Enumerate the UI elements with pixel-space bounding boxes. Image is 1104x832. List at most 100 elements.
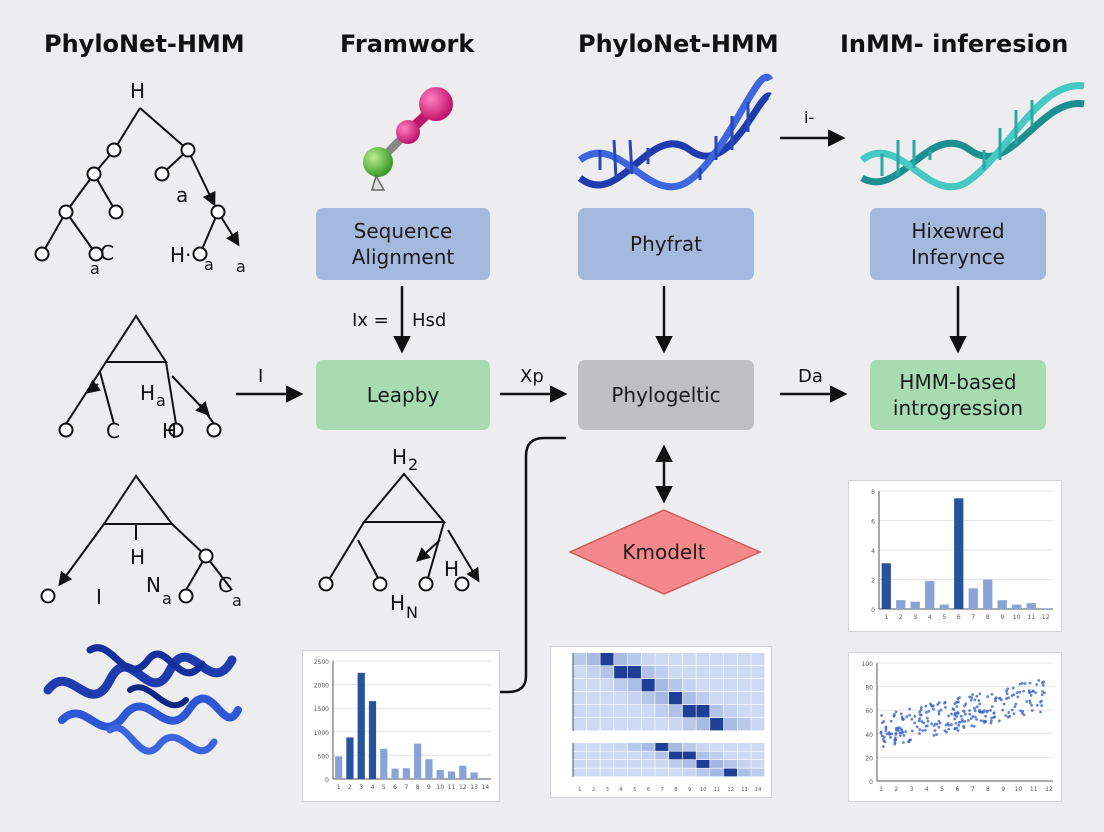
scatter-point [918,732,921,735]
heatmap-cell [573,760,587,768]
x-tick-label: 10 [1013,614,1021,621]
scatter-point [937,710,941,714]
y-tick-label: 80 [865,685,873,692]
scatter-point [1010,708,1014,712]
heatmap-cell [614,743,628,751]
heatmap-cell [696,653,710,666]
heatmap-cell [682,760,696,768]
scatter-point [1028,699,1032,703]
x-tick-label: 13 [470,784,478,791]
scatter-point [1018,690,1022,694]
scatter-point [978,692,982,696]
x-tick-label: 6 [393,784,397,791]
heatmap-cell [696,760,710,768]
tree3-label-h: H [130,545,145,569]
scatter-point [937,725,941,729]
scatter-point [933,729,937,732]
heatmap-cell [669,653,683,666]
bar [470,772,478,779]
scatter-point [918,710,922,714]
scatter-point [913,714,917,718]
heatmap-cell [641,705,655,718]
scatter-point [969,698,973,702]
scatter-point [943,701,946,705]
tree3-label-i: I [96,585,102,609]
x-tick-label: 8 [416,784,420,791]
protein-structure-icon [43,644,242,755]
hmm-introgression-box: HMM-based introgression [870,360,1046,430]
heatmap-cell [751,718,765,731]
heatmap-cell [710,743,724,751]
tree1-label-a-right: a [204,255,214,274]
scatter-point [1042,680,1046,684]
scatter-point [1016,695,1020,699]
x-tick-label: 3 [606,787,609,793]
scatter-point [1025,700,1029,703]
heatmap-cell [696,768,710,777]
heatmap-cell [655,768,669,777]
tree2-label-h2: H [162,419,177,443]
bar [402,768,410,779]
heatmap-cell [614,679,628,692]
x-tick-label: 6 [957,614,961,621]
heatmap-cell [600,760,614,768]
bar [881,563,891,609]
x-tick-label: 4 [619,787,622,793]
scatter-point [905,715,909,719]
heatmap-cell [669,718,683,731]
heatmap-cell [737,768,751,777]
scatter-point [1013,705,1017,708]
scatter-point [1005,692,1009,696]
heatmap-cell [751,760,765,768]
heatmap-cell [723,653,737,666]
heatmap-cell [586,679,600,692]
heatmap-cell [573,718,587,731]
heatmap-cell [723,760,737,768]
x-tick-label: 5 [633,787,636,793]
heatmap-cell [586,692,600,705]
scatter-point [963,710,966,714]
edge-label-i: I [258,366,264,387]
scatter-point [1035,683,1039,686]
scatter-point [901,730,905,734]
heatmap-cell [573,705,587,718]
scatter-point [957,720,961,724]
heatmap-cell [737,718,751,731]
scatter-point [898,731,902,735]
heatmap-cell [669,692,683,705]
heatmap-cell [600,653,614,666]
heatmap-cell [751,768,765,777]
scatter-point [882,735,886,739]
heatmap-cell [655,705,669,718]
x-tick-label: 4 [928,614,932,621]
heatmap-cell [627,751,641,760]
x-tick-label: 3 [910,786,914,793]
heatmap-cell [641,718,655,731]
heatmap-cell [723,666,737,679]
scatter-point [926,716,929,720]
scatter-point [1034,691,1038,695]
scatter-point [882,719,886,723]
scatter-point [958,696,961,700]
scatter-point [1039,700,1042,704]
scatter-point [930,722,934,726]
heatmap-cell [655,760,669,768]
x-tick-label: 8 [986,786,990,793]
scatter-point [880,714,884,717]
heatmap-cell [669,666,683,679]
scatter-point [907,740,911,743]
scatter-point [1030,709,1034,712]
heatmap-cell [737,653,751,666]
heatmap-cell [710,768,724,777]
heatmap-cell [751,679,765,692]
scatter-point [950,723,953,727]
scatter-point [898,734,902,737]
x-tick-label: 5 [940,786,944,793]
y-tick-label: 20 [865,755,873,762]
scatter-point [929,702,932,706]
scatter-point [885,732,889,736]
heatmap-cell [682,653,696,666]
heatmap-cell [682,743,696,751]
heatmap-cell [682,692,696,705]
